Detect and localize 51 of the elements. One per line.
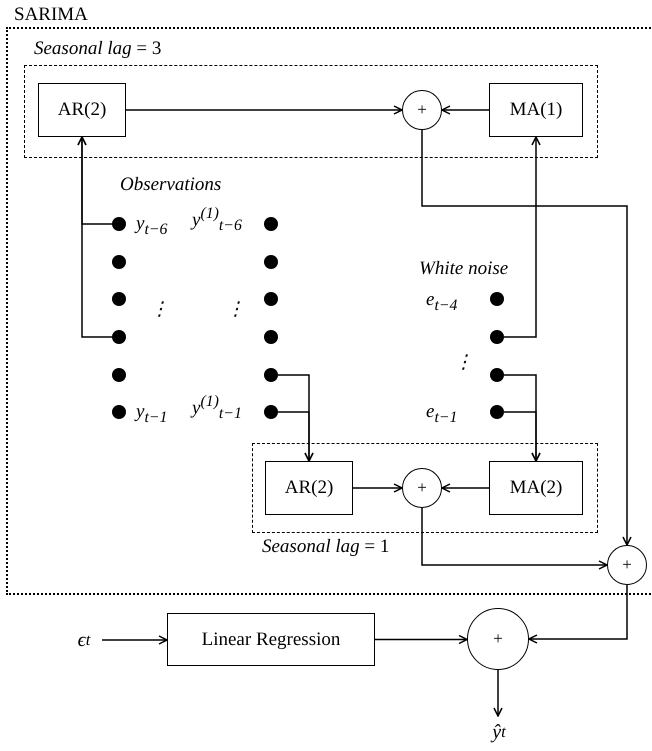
dot [490,330,504,344]
arrow [493,670,503,717]
arrow [441,105,489,115]
process-box: AR(2) [38,83,126,137]
dot [264,405,278,419]
group-title: Seasonal lag = 1 [262,536,390,558]
dot [112,368,126,382]
arrow [441,483,489,493]
arrow [504,136,541,338]
math-label: e$_{t−4}$ [426,290,458,314]
dot [112,405,126,419]
dot [264,330,278,344]
math-label: y$_{t−1}$ [136,402,168,426]
sum-circle: + [402,468,442,508]
arrow [375,634,468,644]
math-label: ⋮ [150,300,169,319]
arrow [528,585,628,644]
process-box: Linear Regression [167,613,375,666]
sum-circle: + [607,545,647,585]
arrow [353,483,403,493]
math-label: e$_{t−1}$ [426,402,458,426]
arrow [278,411,314,462]
math-label: ⋮ [454,353,473,372]
dot [264,368,278,382]
arrow [504,411,541,462]
dot [264,217,278,231]
arrow [77,136,112,338]
dot [112,255,126,269]
dot [112,292,126,306]
sum-circle: + [402,90,442,130]
math-label: Observations [120,175,222,194]
dot [264,255,278,269]
process-box: AR(2) [265,461,353,515]
process-box: MA(1) [489,83,583,137]
math-label: White noise [419,259,508,278]
dot [264,292,278,306]
group-title: Seasonal lag = 3 [34,38,162,60]
arrow [421,508,608,570]
math-label: y$_{t−6}$ [136,214,168,238]
dot [112,217,126,231]
math-label: ⋮ [226,300,245,319]
dot [490,368,504,382]
arrow [126,105,403,115]
group-title: SARIMA [14,4,88,26]
dot [490,292,504,306]
arrow [102,635,168,645]
dot [112,330,126,344]
arrow [421,130,632,546]
sum-circle: + [467,608,529,670]
dot [490,405,504,419]
process-box: MA(2) [489,461,583,515]
